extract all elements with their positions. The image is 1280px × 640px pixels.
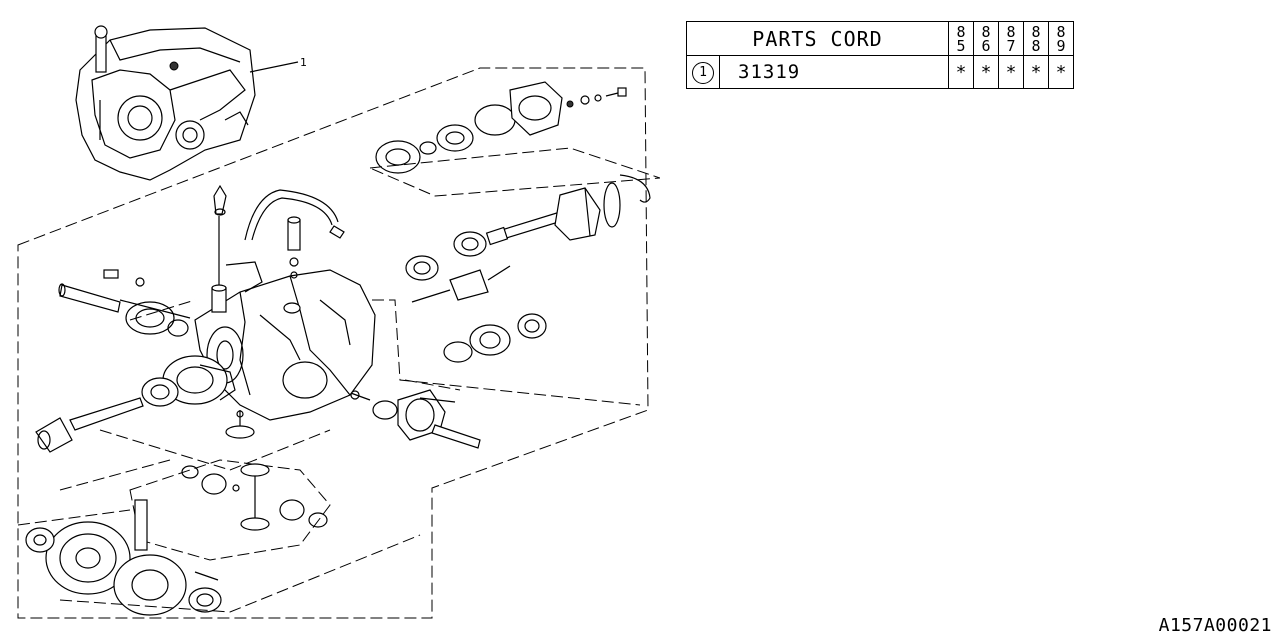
breather-hose xyxy=(244,189,345,279)
year-column-87: 8 7 xyxy=(998,21,1024,56)
applicability-mark: * xyxy=(1048,55,1074,89)
exploded-view-boundary xyxy=(17,67,649,619)
differential-pinions xyxy=(181,463,328,531)
output-shaft-left xyxy=(35,397,144,453)
assembled-transmission xyxy=(75,25,299,181)
pinion-shaft-assembly xyxy=(347,389,481,449)
countershaft-bearings xyxy=(443,313,547,363)
main-shaft-assembly xyxy=(405,174,651,303)
year-column-88: 8 8 xyxy=(1023,21,1049,56)
table-header-row: PARTS CORD 8 5 8 6 8 7 8 8 8 9 xyxy=(686,21,1074,56)
table-row: 1 31319 * * * * * xyxy=(686,55,1074,89)
year-column-86: 8 6 xyxy=(973,21,999,56)
drain-plug xyxy=(225,410,255,439)
left-drive-shaft xyxy=(58,269,191,337)
applicability-mark: * xyxy=(998,55,1024,89)
applicability-mark: * xyxy=(973,55,999,89)
parts-code-table: PARTS CORD 8 5 8 6 8 7 8 8 8 9 1 31319 *… xyxy=(686,21,1074,89)
year-column-89: 8 9 xyxy=(1048,21,1074,56)
part-code: 31319 xyxy=(719,55,949,89)
dipstick xyxy=(213,184,227,285)
ref-number-circle: 1 xyxy=(692,61,714,84)
differential-ring-gear xyxy=(25,499,222,616)
ref-number-cell: 1 xyxy=(686,55,720,89)
callout-number: 1 xyxy=(300,56,307,69)
applicability-mark: * xyxy=(948,55,974,89)
diagram-reference-code: A157A00021 xyxy=(1158,615,1272,636)
parts-cord-header: PARTS CORD xyxy=(686,21,949,56)
side-gear-stack xyxy=(141,355,236,407)
transmission-case xyxy=(194,261,376,421)
exploded-parts-diagram: 1 xyxy=(17,25,660,619)
upper-bearing-group xyxy=(375,81,627,174)
applicability-mark: * xyxy=(1023,55,1049,89)
year-column-85: 8 5 xyxy=(948,21,974,56)
